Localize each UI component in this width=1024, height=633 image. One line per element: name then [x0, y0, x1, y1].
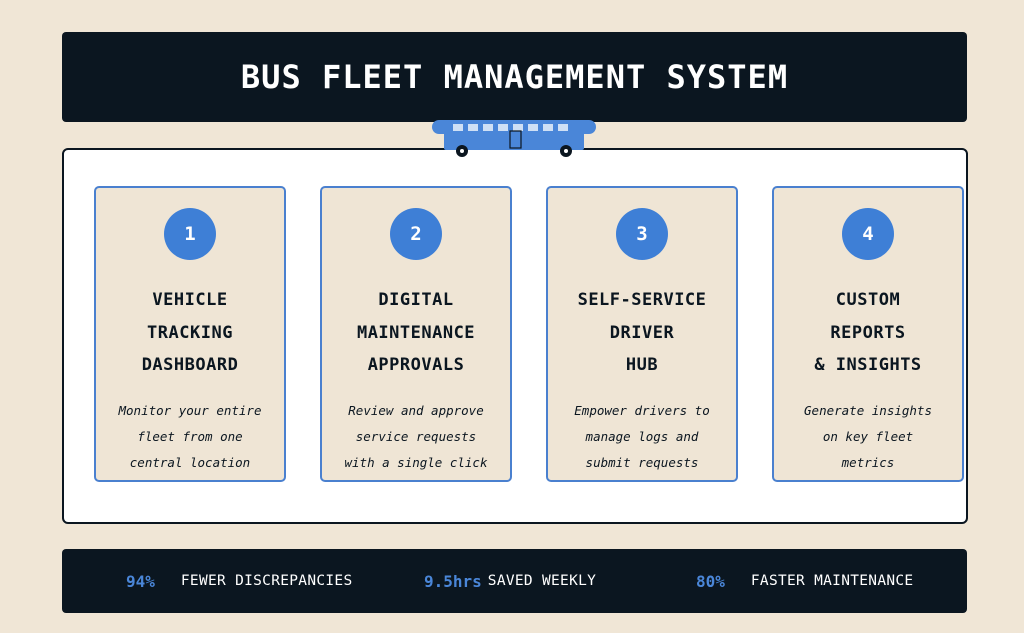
card-title: CUSTOM REPORTS & INSIGHTS	[774, 284, 962, 382]
card-description: Review and approve service requests with…	[322, 398, 510, 476]
card-desc-line: metrics	[841, 455, 895, 470]
card-title-line: APPROVALS	[367, 355, 465, 375]
step-number-badge: 3	[616, 208, 668, 260]
card-title-line: SELF-SERVICE	[577, 290, 707, 310]
step-number-badge: 1	[164, 208, 216, 260]
card-desc-line: manage logs and	[585, 429, 699, 444]
card-title-line: DRIVER	[609, 322, 675, 343]
card-title: SELF-SERVICE DRIVER HUB	[548, 284, 736, 382]
step-number-badge: 4	[842, 208, 894, 260]
card-desc-line: submit requests	[585, 455, 699, 470]
card-desc-line: fleet from one	[137, 429, 243, 444]
card-description: Generate insights on key fleet metrics	[774, 398, 962, 476]
card-desc-line: with a single click	[344, 455, 488, 470]
stat-label: SAVED WEEKLY	[487, 573, 597, 589]
card-title: DIGITAL MAINTENANCE APPROVALS	[322, 284, 510, 382]
feature-card-1: 1 VEHICLE TRACKING DASHBOARD Monitor you…	[94, 186, 286, 482]
card-description: Empower drivers to manage logs and submi…	[548, 398, 736, 476]
stat-label: FEWER DISCREPANCIES	[180, 573, 353, 589]
stat-value: 94%	[126, 571, 155, 591]
title-banner: BUS FLEET MANAGEMENT SYSTEM	[62, 32, 967, 122]
card-desc-line: Review and approve	[348, 403, 484, 418]
card-title-line: CUSTOM	[835, 290, 901, 310]
card-title-line: HUB	[625, 355, 659, 375]
bus-icon	[432, 120, 596, 157]
stats-bar: 94% FEWER DISCREPANCIES 9.5hrs SAVED WEE…	[62, 549, 967, 613]
feature-card-4: 4 CUSTOM REPORTS & INSIGHTS Generate ins…	[772, 186, 964, 482]
stat-value: 9.5hrs	[424, 571, 482, 591]
card-title-line: & INSIGHTS	[814, 355, 922, 375]
stat-item: 94% FEWER DISCREPANCIES	[126, 549, 352, 613]
card-title-line: DIGITAL	[378, 290, 454, 310]
card-title: VEHICLE TRACKING DASHBOARD	[96, 284, 284, 382]
stat-value: 80%	[696, 571, 725, 591]
feature-card-3: 3 SELF-SERVICE DRIVER HUB Empower driver…	[546, 186, 738, 482]
bus-door	[509, 130, 522, 149]
step-number-badge: 2	[390, 208, 442, 260]
card-title-line: DASHBOARD	[141, 355, 239, 375]
card-desc-line: on key fleet	[822, 429, 914, 444]
card-desc-line: Generate insights	[804, 403, 932, 418]
card-description: Monitor your entire fleet from one centr…	[96, 398, 284, 476]
card-desc-line: service requests	[355, 429, 477, 444]
card-desc-line: Empower drivers to	[574, 403, 710, 418]
card-title-line: VEHICLE	[152, 290, 228, 310]
bus-body	[444, 128, 584, 150]
card-title-line: TRACKING	[147, 322, 233, 343]
page-title: BUS FLEET MANAGEMENT SYSTEM	[240, 58, 789, 96]
feature-card-2: 2 DIGITAL MAINTENANCE APPROVALS Review a…	[320, 186, 512, 482]
card-desc-line: Monitor your entire	[118, 403, 262, 418]
card-desc-line: central location	[129, 455, 251, 470]
stat-item: 9.5hrs SAVED WEEKLY	[424, 549, 596, 613]
card-title-line: MAINTENANCE	[356, 322, 476, 343]
stat-item: 80% FASTER MAINTENANCE	[696, 549, 913, 613]
card-title-line: REPORTS	[830, 322, 906, 343]
stat-label: FASTER MAINTENANCE	[750, 573, 914, 589]
bus-windows	[453, 124, 568, 131]
